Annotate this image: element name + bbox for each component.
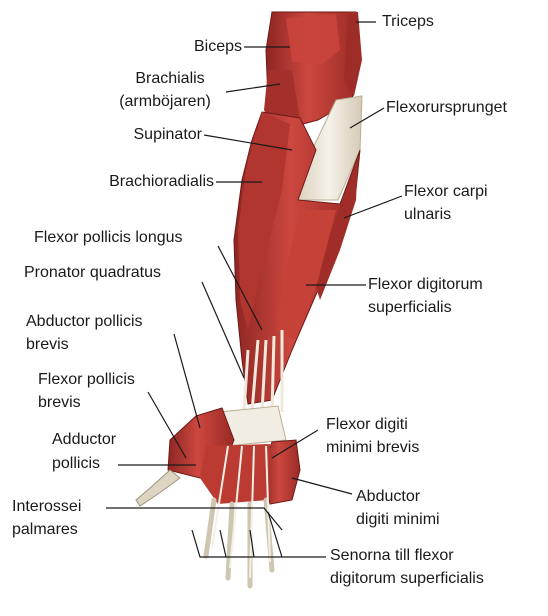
label-abductor-pollicis-line1: Abductor pollicis <box>26 312 143 332</box>
label-senorna-line2: digitorum superficialis <box>330 569 484 589</box>
thumb-bones <box>136 470 180 506</box>
palm-muscles <box>200 444 270 504</box>
label-flexor-carpi-line2: ulnaris <box>404 205 451 225</box>
label-triceps: Triceps <box>382 12 434 32</box>
label-abductor-digiti-line2: digiti minimi <box>356 510 440 530</box>
finger-bones <box>206 500 272 586</box>
leader-flexor-pollicis-brevis <box>148 392 186 458</box>
label-adductor-line1: Adductor <box>52 430 116 450</box>
label-flexor-digitorum-line2: superficialis <box>368 298 452 318</box>
label-senorna-line1: Senorna till flexor <box>330 546 454 566</box>
label-flexor-digiti-line2: minimi brevis <box>326 438 419 458</box>
label-biceps: Biceps <box>150 37 242 57</box>
leader-abductor-pollicis <box>174 334 200 428</box>
label-flexor-carpi-line1: Flexor carpi <box>404 182 488 202</box>
leader-abductor-digiti <box>292 478 352 494</box>
label-brachioradialis: Brachioradialis <box>60 172 214 192</box>
label-adductor-line2: pollicis <box>52 454 100 474</box>
label-brachialis-line2: (armböjaren) <box>100 92 230 112</box>
label-supinator: Supinator <box>90 125 202 145</box>
label-flexor-digiti-line1: Flexor digiti <box>326 415 408 435</box>
label-flexor-pollicis-brevis-line2: brevis <box>38 393 81 413</box>
label-flexor-pollicis-brevis-line1: Flexor pollicis <box>38 370 135 390</box>
label-flexor-digitorum-line1: Flexor digitorum <box>368 275 483 295</box>
label-abductor-pollicis-line2: brevis <box>26 335 69 355</box>
label-interossei-line1: Interossei <box>12 497 81 517</box>
label-flexor-pollicis-longus: Flexor pollicis longus <box>34 228 183 248</box>
label-pronator-quadratus: Pronator quadratus <box>24 263 161 283</box>
label-abductor-digiti-line1: Abductor <box>356 487 420 507</box>
label-brachialis-line1: Brachialis <box>110 69 230 89</box>
label-flexorursprunget: Flexorursprunget <box>386 98 507 118</box>
leader-interossei <box>106 508 282 530</box>
label-interossei-line2: palmares <box>12 520 78 540</box>
